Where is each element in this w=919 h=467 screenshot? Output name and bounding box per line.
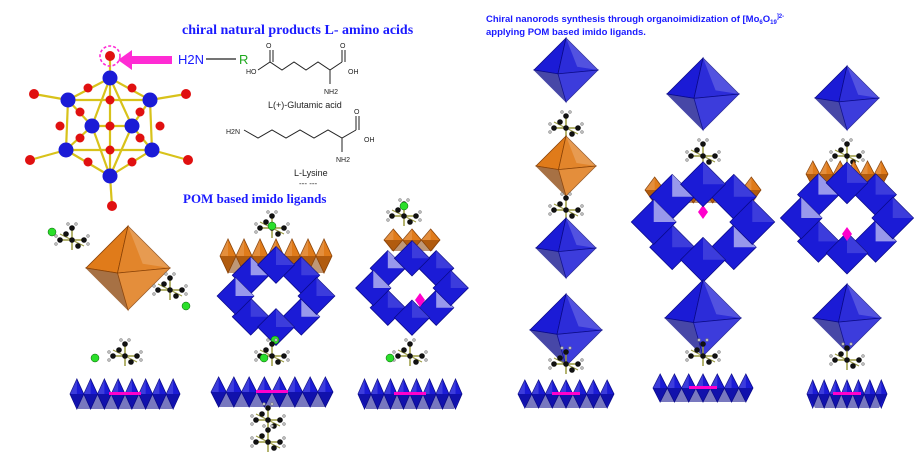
- green-atom: [259, 353, 269, 363]
- glutamic-o1: O: [266, 43, 272, 50]
- magenta-bar: [394, 392, 426, 395]
- blue-cluster: [630, 161, 776, 283]
- lysine-oh: OH: [364, 137, 375, 144]
- blue-octahedron: [665, 56, 741, 132]
- glutamic-nh2: NH2: [324, 89, 338, 96]
- nanorods-heading-sub1: 6: [759, 20, 763, 26]
- magenta-bar: [109, 392, 141, 395]
- ligand-left-a: [54, 222, 90, 250]
- glutamic-acid-structure: [257, 50, 346, 84]
- nanorods-heading-line2: applying POM based imido ligands.: [486, 27, 646, 38]
- amine-h2n-label: H2N: [178, 52, 204, 67]
- nanorods-heading-line1: Chiral nanorods synthesis through organo…: [486, 14, 760, 25]
- magenta-bar: [689, 386, 717, 389]
- amine-group: H2N R: [118, 50, 248, 70]
- chiral-products-heading: chiral natural products L- amino acids: [182, 23, 414, 38]
- glutamic-o2: O: [340, 43, 346, 50]
- green-atom: [90, 353, 100, 363]
- magenta-center: [698, 205, 708, 219]
- lysine-structure: [243, 116, 360, 152]
- svg-text:Chiral nanorods synthesis thro: Chiral nanorods synthesis through organo…: [486, 14, 784, 26]
- lysine-o: O: [354, 109, 360, 116]
- blue-cluster: [779, 161, 915, 275]
- blue-octahedron: [811, 282, 883, 354]
- ligand-bottom: [392, 338, 428, 366]
- blue-octahedron: [813, 64, 881, 132]
- lysine-nh2: NH2: [336, 157, 350, 164]
- magenta-bar: [256, 390, 288, 393]
- glutamic-ho: HO: [246, 69, 257, 76]
- blue-ring: [652, 373, 754, 403]
- ligand: [685, 338, 721, 366]
- blue-octahedron: [663, 278, 743, 358]
- green-atom: [399, 201, 409, 211]
- lysine-h2n: H2N: [226, 129, 240, 136]
- blue-octahedron: [534, 216, 598, 280]
- blue-ring: [806, 378, 888, 410]
- nanorods-heading-sub2: 19: [770, 20, 777, 26]
- amine-r-label: R: [239, 52, 248, 67]
- magenta-center-2: [415, 293, 425, 307]
- blue-octahedron: [532, 36, 600, 104]
- blue-octahedron: [528, 292, 604, 368]
- mo6o19-cluster: [25, 45, 193, 211]
- highlight-ring: [99, 45, 121, 67]
- magenta-center: [842, 227, 852, 241]
- blue-ring: [517, 379, 615, 409]
- orange-octahedron: [84, 224, 172, 312]
- glutamic-oh: OH: [348, 69, 359, 76]
- nanorods-heading-sup: ]2-: [777, 14, 784, 20]
- ligand: [829, 138, 865, 166]
- orange-octahedron: [534, 134, 598, 198]
- green-atom: [267, 221, 277, 231]
- lysine-label: L-Lysine: [294, 168, 328, 178]
- ligand: [548, 110, 584, 138]
- ligand: [548, 346, 584, 374]
- ligand: [548, 192, 584, 220]
- blue-cluster-2: [355, 240, 469, 336]
- magenta-bar: [833, 392, 861, 395]
- blue-cluster: [216, 245, 336, 347]
- polyhedra-layer: [47, 36, 915, 452]
- green-atom: [385, 353, 395, 363]
- nanorods-heading: Chiral nanorods synthesis through organo…: [486, 14, 784, 38]
- lysine-ellipsis: --- ---: [299, 179, 318, 188]
- pink-arrow-icon: [118, 50, 172, 70]
- pom-ligands-heading: POM based imido ligands: [183, 191, 326, 206]
- ligand-hang-2: [250, 424, 286, 452]
- glutamic-acid-label: L(+)-Glutamic acid: [268, 100, 342, 110]
- green-atom: [47, 227, 57, 237]
- ligand-bottom: [254, 338, 290, 366]
- green-atom: [181, 301, 191, 311]
- ligand: [829, 342, 865, 370]
- nanorods-heading-mid: O: [763, 14, 770, 25]
- blue-ring: [69, 378, 181, 410]
- blue-ring: [210, 376, 334, 408]
- magenta-bar: [552, 392, 580, 395]
- ligand-bottom: [107, 338, 143, 366]
- ligand-left-b: [152, 272, 188, 300]
